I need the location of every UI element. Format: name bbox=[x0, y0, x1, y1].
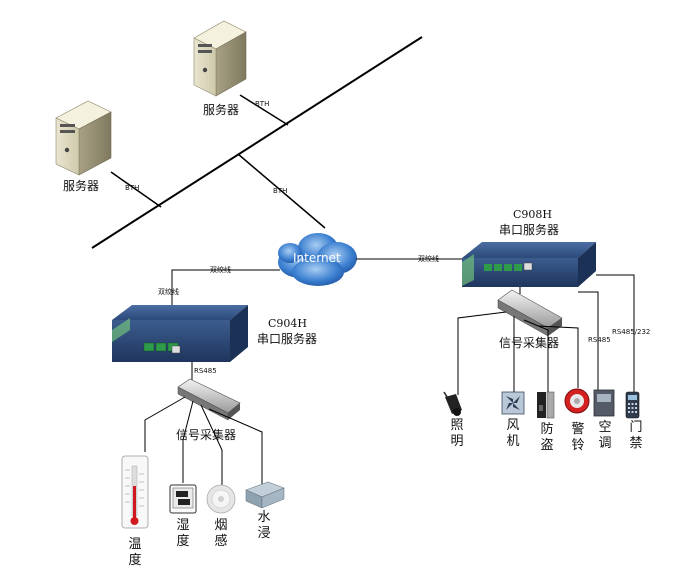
anti-theft-icon bbox=[537, 391, 555, 419]
left-wire-2 bbox=[182, 400, 194, 483]
left-wire-4 bbox=[208, 408, 263, 488]
endpoint-label-lighting: 照明 bbox=[450, 418, 464, 449]
right-rs485-link-ac bbox=[578, 291, 599, 390]
backbone-link-label: BTH bbox=[273, 187, 288, 195]
endpoint-label-antitheft: 防盗 bbox=[540, 422, 554, 453]
left-uplink-label-1: 双绞线 bbox=[210, 266, 231, 274]
server-1-link-label: BTH bbox=[125, 184, 140, 192]
sensor-label-temperature: 温度 bbox=[128, 537, 142, 568]
right-collector-label: 信号采集器 bbox=[499, 336, 560, 350]
c904h-device-icon bbox=[112, 305, 248, 362]
internet-label: Internet bbox=[293, 251, 341, 265]
smoke-detector-icon bbox=[206, 484, 236, 514]
access-control-icon bbox=[625, 391, 640, 419]
sensor-label-water: 水浸 bbox=[257, 510, 271, 541]
left-bus-label: RS485 bbox=[194, 367, 217, 375]
c904h-model-label: C904H bbox=[268, 317, 308, 330]
air-conditioner-icon bbox=[593, 389, 615, 417]
c908h-device-icon bbox=[462, 242, 596, 287]
server-2-icon bbox=[193, 20, 247, 97]
right-collector-icon bbox=[497, 289, 563, 337]
backbone-to-cloud-link bbox=[237, 153, 326, 229]
endpoint-label-fan: 风机 bbox=[506, 418, 520, 449]
right-wire-1 bbox=[457, 311, 507, 395]
right-uplink-label: 双绞线 bbox=[418, 255, 439, 263]
sensor-label-smoke: 烟感 bbox=[214, 518, 228, 549]
left-wire-1 bbox=[144, 396, 186, 452]
endpoint-label-alarm: 警铃 bbox=[571, 422, 585, 453]
server1-link bbox=[110, 171, 162, 208]
c908h-name-label: 串口服务器 bbox=[499, 223, 560, 237]
right-wire-4 bbox=[537, 325, 579, 388]
left-collector-icon bbox=[177, 378, 241, 421]
backbone-line bbox=[91, 36, 423, 249]
sensor-label-humidity: 湿度 bbox=[176, 518, 190, 549]
fan-icon bbox=[501, 391, 525, 415]
server-1-label: 服务器 bbox=[63, 179, 100, 193]
left-wire-3 bbox=[200, 404, 223, 485]
c908h-model-label: C908H bbox=[513, 208, 553, 221]
right-wire-3 bbox=[523, 319, 549, 392]
right-rs485-232-link bbox=[596, 274, 635, 392]
hygrometer-icon bbox=[169, 484, 197, 514]
water-sensor-icon bbox=[245, 481, 285, 509]
internet-cloud-icon bbox=[278, 233, 357, 286]
right-bus-label: RS485 bbox=[588, 336, 611, 344]
server-2-label: 服务器 bbox=[203, 103, 240, 117]
right-bus-label-2: RS485/232 bbox=[612, 328, 651, 336]
endpoint-label-access: 门禁 bbox=[629, 420, 643, 451]
left-collector-label: 信号采集器 bbox=[176, 428, 237, 442]
server-2-link-label: BTH bbox=[255, 100, 270, 108]
server-1-icon bbox=[55, 100, 112, 176]
left-uplink-label-2: 双绞线 bbox=[158, 288, 179, 296]
c904h-name-label: 串口服务器 bbox=[257, 332, 318, 346]
endpoint-label-ac: 空调 bbox=[598, 420, 612, 451]
thermometer-icon bbox=[121, 455, 149, 529]
cloud-left-link bbox=[171, 269, 280, 318]
server2-link bbox=[239, 94, 289, 126]
alarm-bell-icon bbox=[564, 388, 590, 414]
lamp-icon bbox=[443, 391, 462, 416]
